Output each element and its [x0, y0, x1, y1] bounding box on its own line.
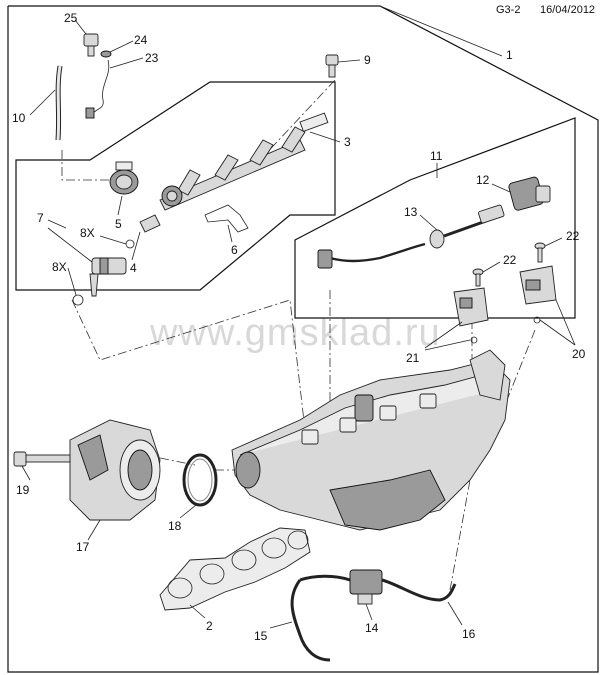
- o-ring-8x-icon: [125, 239, 135, 249]
- alignment-line: [71, 299, 306, 431]
- sensor-lead-23: [91, 59, 110, 116]
- alignment-line: [259, 79, 336, 161]
- callout-6: 6: [231, 243, 238, 257]
- callout-25: 25: [64, 11, 78, 25]
- callout-11: 11: [430, 149, 443, 163]
- sensor-20-icon: [519, 265, 557, 305]
- callout-15: 15: [254, 629, 268, 643]
- watermark: www.gmsklad.ru: [149, 312, 441, 354]
- sensor-12-icon: [478, 176, 551, 224]
- callout-18: 18: [168, 519, 182, 533]
- callout-8x-lower: 8X: [52, 260, 67, 274]
- intake-manifold-icon: [231, 349, 511, 531]
- sensor-lead-13: [329, 242, 426, 263]
- clip-24-icon: [100, 50, 112, 58]
- fuel-rail-group-box: [15, 81, 336, 291]
- callout-5: 5: [115, 217, 122, 231]
- seal-21-icon: [470, 336, 478, 344]
- grommet-13-icon: [429, 229, 445, 249]
- cap-5-icon: [109, 161, 139, 195]
- o-ring-8x-icon: [72, 294, 84, 306]
- bolt-22-icon: [472, 268, 484, 287]
- callout-17: 17: [76, 540, 90, 554]
- diagram-date: 16/04/2012: [540, 4, 596, 16]
- callout-1: 1: [506, 48, 513, 62]
- dipstick-10-highlight: [56, 65, 62, 141]
- callout-12: 12: [476, 173, 490, 187]
- diagram-code: G3-2: [496, 4, 521, 16]
- clamp-18-icon: [182, 453, 218, 507]
- harness-15: [290, 579, 331, 662]
- injector-7-icon: [89, 257, 127, 297]
- callout-22-right: 22: [566, 229, 580, 243]
- alignment-line: [61, 150, 110, 181]
- harness-16: [381, 578, 457, 602]
- gasket-2-icon: [159, 527, 311, 611]
- callout-22-left: 22: [503, 253, 517, 267]
- outer-frame: [7, 5, 599, 673]
- connector-23-icon: [85, 107, 95, 119]
- connector-13-icon: [317, 249, 333, 269]
- callout-21: 21: [406, 351, 420, 365]
- throttle-body-17-icon: [69, 419, 161, 521]
- callout-13: 13: [404, 205, 418, 219]
- alignment-line: [504, 329, 536, 406]
- clip-4-icon: [139, 214, 161, 233]
- callout-14: 14: [365, 621, 379, 635]
- callout-3: 3: [344, 135, 351, 149]
- sensor-21-icon: [453, 287, 489, 327]
- callout-4: 4: [130, 261, 137, 275]
- callout-10: 10: [12, 111, 26, 125]
- bracket-6: [204, 204, 249, 233]
- callout-9: 9: [364, 53, 371, 67]
- sensor-14-icon: [349, 569, 383, 605]
- leader-lines: [21, 5, 576, 629]
- fuel-rail-3: [159, 112, 329, 211]
- callout-16: 16: [462, 627, 476, 641]
- callout-2: 2: [206, 619, 213, 633]
- callout-24: 24: [134, 33, 148, 47]
- alignment-line: [449, 479, 471, 591]
- callout-20: 20: [572, 347, 586, 361]
- bolt-22-icon: [534, 242, 546, 263]
- bolt-19-icon: [13, 451, 71, 467]
- callout-8x-upper: 8X: [80, 226, 95, 240]
- bolt-9-icon: [325, 54, 339, 78]
- callout-23: 23: [145, 51, 159, 65]
- sensor-group-box: [294, 117, 576, 319]
- bolt-25-icon: [83, 33, 99, 57]
- callout-19: 19: [16, 483, 30, 497]
- harness-15-branch: [299, 574, 351, 582]
- callout-7: 7: [37, 211, 44, 225]
